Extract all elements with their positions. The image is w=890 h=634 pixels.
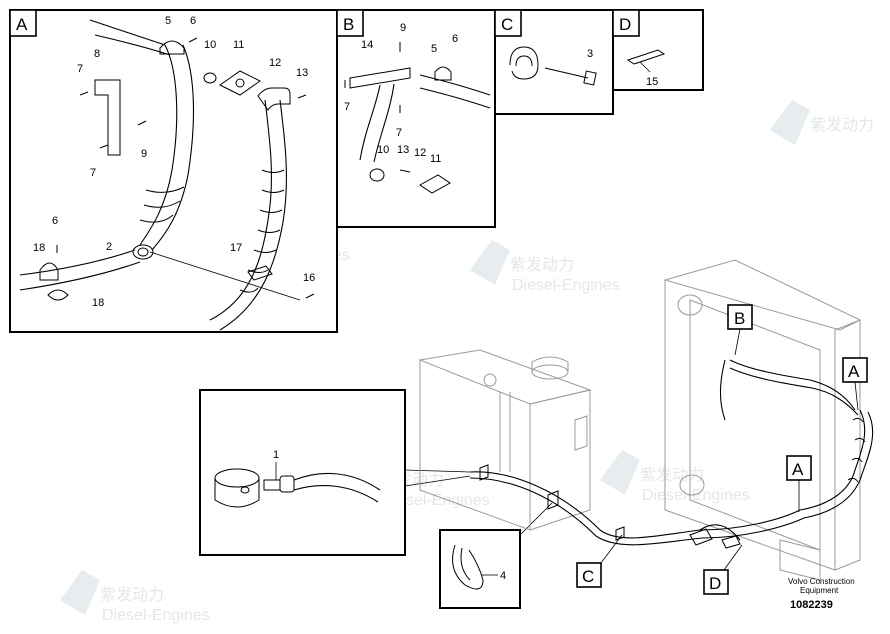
main-label-a2-box — [786, 455, 812, 481]
main-label-c-box — [576, 562, 602, 588]
callout-a-13: 13 — [296, 67, 308, 79]
detail-fitting: 1 — [199, 389, 406, 556]
callout-a-17: 17 — [230, 242, 242, 254]
watermark-en: Diesel-Engines — [512, 277, 620, 294]
panel-c: C 3 — [494, 9, 614, 115]
main-assembly — [418, 259, 874, 581]
main-label-a2: A — [792, 460, 804, 479]
callout-a-2: 2 — [106, 241, 112, 253]
callout-b-5: 5 — [431, 43, 437, 55]
main-label-c: C — [582, 567, 594, 586]
watermark-cn: 紫发动力 — [100, 586, 164, 604]
panel-b: B 9 14 5 6 7 7 10 13 12 11 — [336, 9, 496, 228]
panel-d: D 15 — [612, 9, 704, 91]
callout-a-8: 8 — [94, 48, 100, 60]
callout-detail-4: 4 — [500, 570, 506, 582]
callout-c-3: 3 — [587, 48, 593, 60]
callout-b-13: 13 — [397, 144, 409, 156]
callout-b-6: 6 — [452, 33, 458, 45]
callout-a-11: 11 — [233, 39, 244, 51]
main-label-b-box — [727, 304, 753, 330]
callout-a-18: 18 — [33, 242, 45, 254]
watermark-cn: 紫发动力 — [510, 256, 574, 274]
callout-b-11: 11 — [430, 153, 441, 165]
footer-number: 1082239 — [790, 599, 833, 611]
panel-d-label: D — [619, 15, 631, 34]
callout-a-5: 5 — [165, 15, 171, 27]
watermark-cn: 紫发动力 — [640, 466, 704, 484]
callout-b-7b: 7 — [396, 127, 402, 139]
watermark-cn: 紫发动力 — [810, 116, 874, 134]
callout-detail-1: 1 — [273, 449, 279, 461]
footer-line2: Equipment — [800, 586, 839, 595]
callout-a-10: 10 — [204, 39, 216, 51]
panel-c-label: C — [501, 15, 513, 34]
callout-d-15: 15 — [646, 76, 658, 88]
panel-a-label: A — [16, 15, 28, 34]
callout-a-9: 9 — [141, 148, 147, 160]
watermark-en: Diesel-Engines — [642, 487, 750, 504]
callout-a-6: 6 — [190, 15, 196, 27]
callout-a-12: 12 — [269, 57, 281, 69]
main-label-b: B — [734, 309, 745, 328]
callout-a-16: 16 — [303, 272, 315, 284]
callout-b-9: 9 — [400, 22, 406, 34]
main-view-labels: B A A C D — [576, 304, 868, 595]
panel-b-label-box — [336, 9, 364, 37]
footer-line1: Volvo Construction — [788, 577, 855, 586]
detail-tie: 4 — [439, 529, 521, 609]
watermark-en: Diesel-Engines — [102, 607, 210, 624]
callout-a-18b: 18 — [92, 297, 104, 309]
panel-d-label-box — [612, 9, 640, 37]
callout-b-12: 12 — [414, 147, 426, 159]
main-label-a: A — [848, 362, 860, 381]
main-label-a-box — [842, 357, 868, 383]
callout-a-7b: 7 — [90, 167, 96, 179]
panel-a-label-box — [9, 9, 37, 37]
callout-a-6b: 6 — [52, 215, 58, 227]
main-label-d-box — [703, 569, 729, 595]
panel-a: A 5 6 — [9, 9, 338, 333]
callout-b-14: 14 — [361, 39, 373, 51]
panel-c-label-box — [494, 9, 522, 37]
callout-a-7: 7 — [77, 63, 83, 75]
callout-b-7: 7 — [344, 101, 350, 113]
watermark-en: Diesel-Engines — [382, 492, 490, 509]
main-label-d: D — [709, 574, 721, 593]
footer-block: Volvo Construction Equipment 1082239 — [788, 577, 855, 611]
panel-b-label: B — [343, 15, 354, 34]
callout-b-10: 10 — [377, 144, 389, 156]
